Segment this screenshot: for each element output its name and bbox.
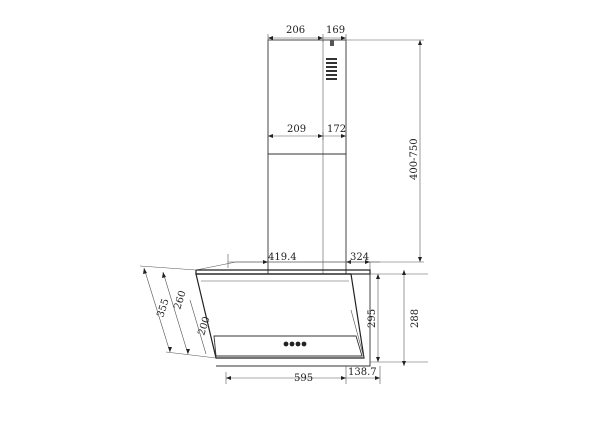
control-button-1 — [283, 341, 289, 347]
hood-bottom-panel — [213, 335, 363, 357]
right-height-dimensions: 295 288 — [367, 270, 428, 366]
top-dimension-group: 206 169 — [267, 25, 347, 42]
vent-slots — [326, 40, 337, 80]
chimney — [267, 39, 347, 274]
dim-total-height: 400-750 — [409, 138, 420, 180]
dim-left-depth-middle: 260 — [172, 289, 188, 311]
dim-chimney-bottom-width: 209 — [287, 124, 306, 135]
chimney-upper-section — [267, 39, 347, 155]
dim-hood-width: 419.4 — [268, 252, 297, 263]
hood-body — [195, 261, 371, 367]
hood-top-left-bevel — [195, 261, 237, 271]
control-buttons — [283, 341, 307, 347]
mid-dimension-group: 209 172 — [268, 124, 346, 140]
dim-chimney-offset: 324 — [350, 252, 369, 263]
control-button-3 — [295, 341, 301, 347]
dim-left-depth-outer: 355 — [155, 297, 171, 319]
hood-right-back-edge — [216, 274, 371, 367]
hood-width-dimension: 419.4 324 — [227, 252, 380, 268]
hood-side-fold — [350, 309, 365, 359]
dim-hood-height-inner: 295 — [367, 309, 378, 328]
control-button-2 — [289, 341, 295, 347]
dim-chimney-top-depth: 169 — [326, 25, 345, 36]
control-button-4 — [301, 341, 307, 347]
total-height-dimension: 400-750 — [346, 39, 424, 263]
bottom-width-dimension: 595 138.7 — [225, 366, 381, 384]
dim-chimney-bottom-depth: 172 — [327, 124, 346, 135]
dim-chimney-top-width: 206 — [286, 25, 305, 36]
hood-glass-panel — [195, 273, 365, 359]
dim-hood-overall-width: 595 — [294, 373, 313, 384]
dim-hood-height-outer: 288 — [410, 309, 421, 328]
dim-bottom-offset: 138.7 — [348, 367, 377, 378]
